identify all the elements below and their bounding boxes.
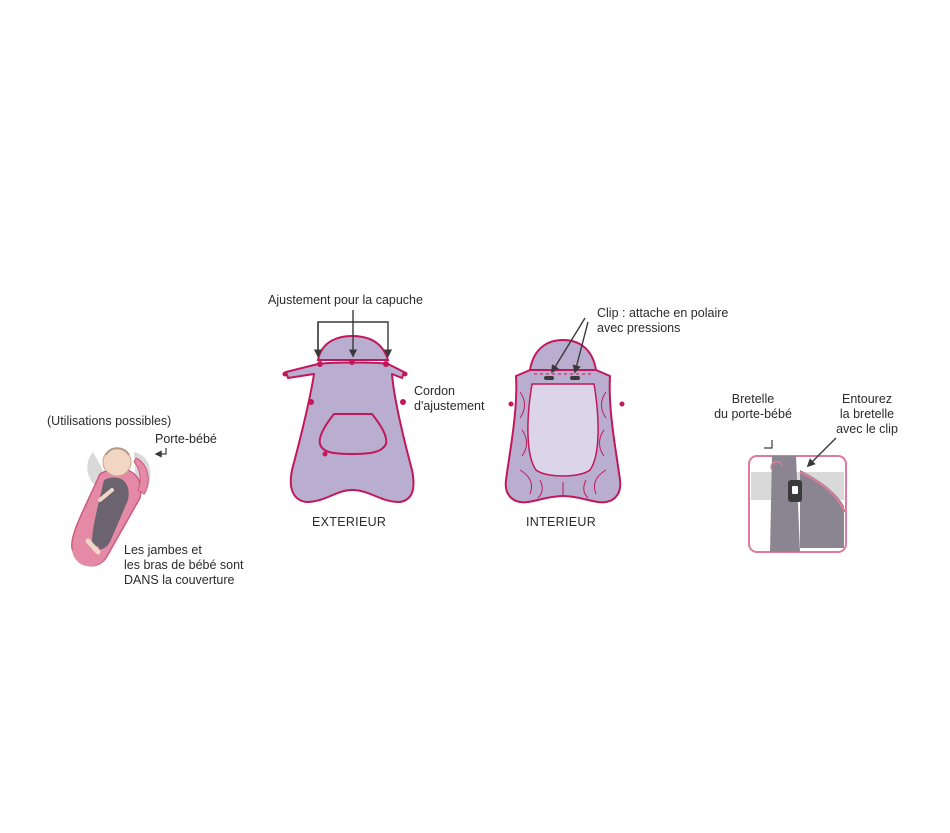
- clip-label-line2: avec pressions: [597, 321, 681, 335]
- clip-label-line1: Clip : attache en polaire: [597, 306, 729, 320]
- baby-in-carrier-illustration: [71, 447, 151, 567]
- wrap-label-line3: avec le clip: [836, 422, 898, 436]
- interior-blanket-illustration: [504, 338, 625, 504]
- strap-detail-illustration: [748, 455, 847, 553]
- cord-label-line2: d'ajustement: [414, 399, 485, 413]
- cord-label-line1: Cordon: [414, 384, 455, 398]
- carrier-label: Porte-bébé: [155, 432, 217, 446]
- strap-label-line1: Bretelle: [731, 392, 775, 406]
- strap-pointer-arrows: [764, 437, 837, 468]
- hood-adjust-label: Ajustement pour la capuche: [268, 293, 423, 307]
- inside-note-line3: DANS la couverture: [124, 573, 235, 587]
- hood-adjust-arrows: [313, 310, 393, 358]
- exterior-caption: EXTERIEUR: [312, 515, 387, 529]
- strap-label-line2: du porte-bébé: [714, 407, 792, 421]
- interior-caption: INTERIEUR: [526, 515, 597, 529]
- clip-pointer-arrows: [551, 317, 589, 374]
- inside-note-line1: Les jambes et: [124, 543, 202, 557]
- wrap-label-line2: la bretelle: [839, 407, 895, 421]
- exterior-blanket-illustration: [282, 334, 415, 503]
- wrap-label-line1: Entourez: [841, 392, 893, 406]
- inside-note-line2: les bras de bébé sont: [124, 558, 244, 572]
- usage-title: (Utilisations possibles): [47, 414, 172, 428]
- carrier-pointer-arrow: [154, 448, 167, 458]
